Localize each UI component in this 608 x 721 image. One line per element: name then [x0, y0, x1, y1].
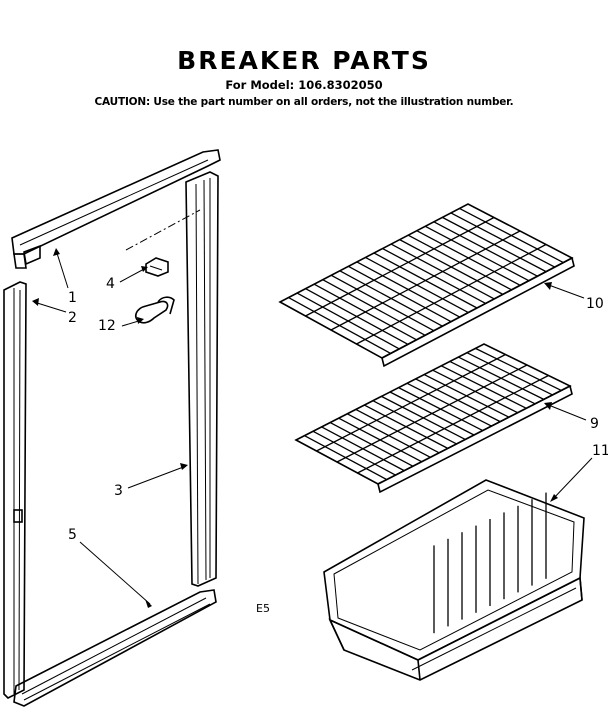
- callout-9: 9: [590, 416, 599, 432]
- caution-note: CAUTION: Use the part number on all orde…: [94, 96, 514, 108]
- callout-11: 11: [592, 443, 608, 459]
- shelf-crossbar: [356, 243, 547, 345]
- part-3-right-breaker: [185, 171, 219, 587]
- callout-12: 12: [98, 318, 116, 334]
- shelf-crossbar: [305, 216, 495, 317]
- callout-10: 10: [586, 296, 604, 312]
- callout-3: 3: [114, 483, 123, 499]
- callout-2: 2: [68, 310, 77, 326]
- part-12-hanger: [134, 296, 175, 324]
- leader-lines: [32, 248, 593, 608]
- shelf-crossbar: [330, 230, 521, 331]
- page-code: E5: [256, 602, 270, 615]
- callout-5: 5: [68, 527, 77, 543]
- shelf-crossbar: [316, 353, 506, 452]
- part-10-upper-shelf: [278, 203, 575, 368]
- callout-4: 4: [106, 276, 115, 292]
- model-line: For Model: 106.8302050: [225, 78, 383, 92]
- part-11-crisper-pan: [323, 479, 585, 681]
- part-4-clip: [145, 257, 169, 277]
- shelf-crossbar: [357, 374, 549, 474]
- part-9-lower-shelf: [294, 343, 573, 494]
- part-1-top-breaker: [11, 149, 221, 269]
- part-5-bottom-breaker: [13, 589, 217, 707]
- shelf-crossbar: [336, 364, 528, 463]
- page-title: BREAKER PARTS: [177, 46, 431, 75]
- callout-1: 1: [68, 290, 77, 306]
- part-2-left-breaker: [3, 281, 27, 699]
- alignment-line: [125, 209, 201, 251]
